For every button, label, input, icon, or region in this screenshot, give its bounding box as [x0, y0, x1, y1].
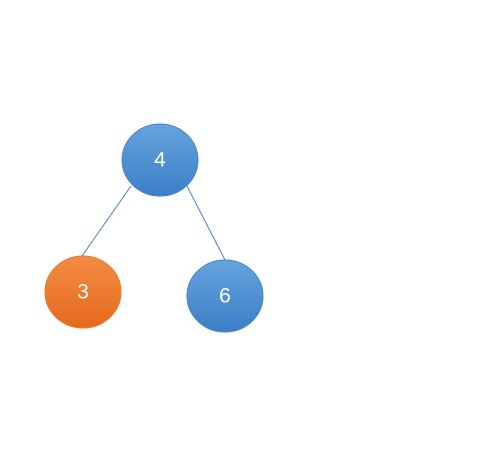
edge-root-right [186, 185, 226, 261]
tree-node-root: 4 [121, 123, 199, 197]
node-circle-left [44, 255, 122, 329]
tree-node-left: 3 [44, 255, 122, 329]
node-label-right: 6 [219, 285, 231, 308]
node-circle-right [186, 259, 264, 333]
tree-node-right: 6 [186, 259, 264, 333]
edge-root-left [81, 185, 132, 257]
node-label-root: 4 [154, 149, 166, 172]
node-label-left: 3 [77, 281, 89, 304]
node-circle-root [121, 123, 199, 197]
